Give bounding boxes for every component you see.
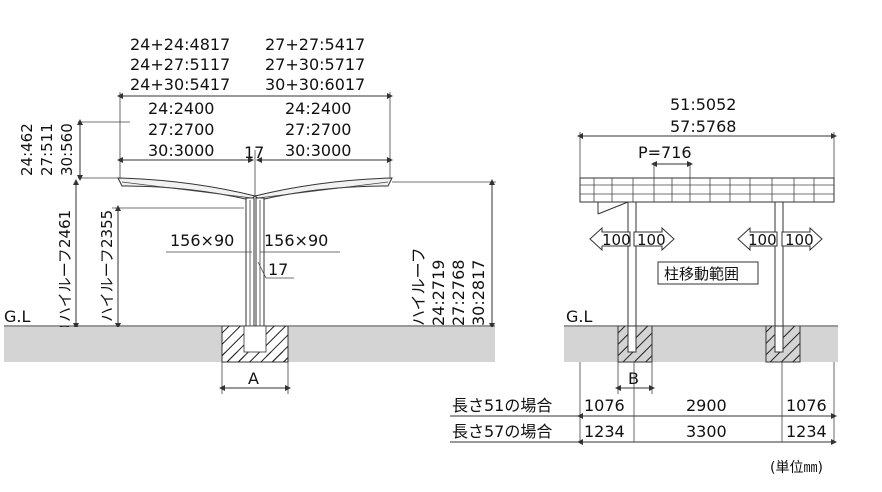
gl-label-right: G.L	[566, 307, 592, 326]
arrow-value-1: 100	[602, 231, 631, 249]
combo-1-right: 27+27:5417	[265, 35, 365, 54]
rise-2: 27:511	[38, 123, 56, 176]
table-row-1-cell-2: 2900	[686, 396, 727, 415]
post-gap-label: 17	[268, 260, 288, 279]
half-left-1: 24:2400	[148, 99, 214, 118]
arrow-value-3: 100	[748, 231, 777, 249]
hiroof-label-right: ハイルーフ	[409, 247, 428, 326]
post-size-right: 156×90	[264, 231, 328, 250]
half-left-2: 27:2700	[148, 120, 214, 139]
arrow-value-2: 100	[637, 231, 666, 249]
foundation-label-a: A	[248, 369, 259, 388]
combo-3-left: 24+30:5417	[130, 75, 230, 94]
half-right-1: 24:2400	[285, 99, 351, 118]
side-roof	[579, 177, 835, 215]
arrow-value-4: 100	[785, 231, 814, 249]
depth-dim-2: 57:5768	[670, 117, 736, 136]
post-height-inner: 2355	[98, 210, 116, 248]
depth-dim-1: 51:5052	[670, 95, 736, 114]
move-arrows: 100 100 100 100	[589, 226, 823, 252]
unit-label: (単位㎜)	[770, 460, 823, 476]
combo-widths: 24+24:4817 27+27:5417 24+27:5117 27+30:5…	[130, 35, 365, 94]
table-row-2-label: 長さ57の場合	[452, 422, 552, 441]
hiroof-3: 30:2817	[469, 260, 488, 326]
post-height-outer: 2461	[56, 210, 74, 248]
table-row-1-label: 長さ51の場合	[452, 396, 552, 415]
rise-1: 24:462	[18, 123, 36, 176]
hiroof-2: 27:2768	[449, 260, 468, 326]
hiroof-label-left-1: ハイルーフ	[56, 248, 74, 322]
length-table: 長さ51の場合 1076 2900 1076 長さ57の場合 1234 3300…	[450, 362, 837, 445]
table-row-1-cell-1: 1076	[584, 396, 625, 415]
hiroof-1: 24:2719	[429, 260, 448, 326]
table-row-2-cell-1: 1234	[584, 422, 625, 441]
post-size-left: 156×90	[170, 231, 234, 250]
move-range-box	[657, 261, 759, 285]
combo-3-right: 30+30:6017	[265, 75, 365, 94]
gl-label-left: G.L	[4, 307, 30, 326]
center-gap-label: 17	[244, 143, 264, 162]
move-range-label: 柱移動範囲	[664, 265, 739, 283]
post-gap-leader	[257, 261, 267, 279]
table-row-2-cell-2: 3300	[686, 422, 727, 441]
foundation-hatch-b	[222, 352, 288, 362]
foundation-label-b: B	[628, 369, 639, 388]
rise-3: 30:560	[58, 123, 76, 176]
half-left-3: 30:3000	[148, 141, 214, 160]
half-right-3: 30:3000	[285, 141, 351, 160]
combo-2-left: 24+27:5117	[130, 55, 230, 74]
combo-2-right: 27+30:5717	[265, 55, 365, 74]
half-right-2: 27:2700	[285, 120, 351, 139]
pitch-label: P=716	[638, 143, 692, 162]
table-row-1-cell-3: 1076	[786, 396, 827, 415]
right-view: 51:5052 57:5768 P=716	[450, 95, 838, 476]
hiroof-label-left-2: ハイルーフ	[98, 248, 116, 322]
table-row-2-cell-3: 1234	[786, 422, 827, 441]
left-view: 24+24:4817 27+27:5417 24+27:5117 27+30:5…	[4, 35, 496, 394]
combo-1-left: 24+24:4817	[130, 35, 230, 54]
